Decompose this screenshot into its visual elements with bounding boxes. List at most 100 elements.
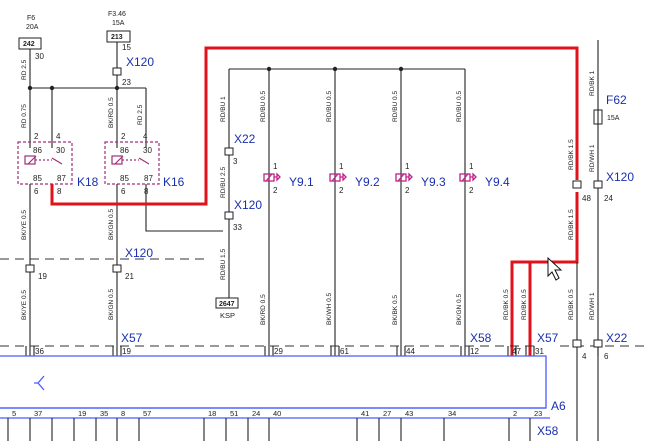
- y9-1-pin-2: 2: [273, 186, 278, 195]
- connector-x120-top: [112, 67, 122, 76]
- pin-x120-33: 33: [233, 223, 242, 232]
- wire-label-2: RD 0.75: [21, 104, 28, 128]
- wire-label-24: RD/BK 0.5: [503, 289, 510, 320]
- pin-x120r-48: 48: [582, 194, 591, 203]
- ksp-box: [215, 297, 239, 309]
- pin-x22-3: 3: [233, 157, 238, 166]
- y9-4-pin-2: 2: [469, 186, 474, 195]
- valve-y9-3-label: Y9.3: [421, 175, 446, 189]
- k18-pin-6: 6: [34, 187, 39, 196]
- pin-x58-12: 12: [470, 347, 479, 356]
- pin-x22r-6: 6: [604, 352, 609, 361]
- wire-label-14: BK/YE 0.5: [21, 290, 28, 320]
- pin-19: 19: [38, 272, 47, 281]
- bottom-cell-16: 23: [534, 409, 542, 418]
- k16-pin-87: 87: [144, 174, 153, 183]
- valve-y9-4: [459, 172, 477, 182]
- valve-y9-2: [329, 172, 347, 182]
- relay-k18-label: K18: [77, 175, 99, 189]
- connector-x22-mid-label: X22: [234, 132, 256, 146]
- fuse-f6-name: F6: [27, 15, 35, 22]
- wire-label-17: BK/WH 0.5: [326, 292, 333, 325]
- bottom-connector-row: 5 37 19 35 8 57 18 51 24 40 41 27 43 34 …: [7, 409, 542, 441]
- y9-2-pin-2: 2: [339, 186, 344, 195]
- wire-label-11: RD/BU 0.5: [456, 91, 463, 122]
- connector-x120-top-label: X120: [126, 55, 154, 69]
- pin-x58-29: 29: [274, 347, 283, 356]
- k16-pin-6: 6: [121, 187, 126, 196]
- bottom-cell-15: 2: [513, 409, 517, 418]
- k16-pin-86: 86: [120, 146, 129, 155]
- bottom-cell-5: 8: [121, 409, 125, 418]
- bottom-cell-12: 27: [383, 409, 391, 418]
- connector-x57-right-label: X57: [537, 331, 559, 345]
- bottom-cell-8: 51: [230, 409, 238, 418]
- wire-label-10: RD/BU 0.5: [392, 91, 399, 122]
- fuse-f346-rating: 15A: [112, 20, 125, 27]
- relay-k16-label: K16: [163, 175, 185, 189]
- ground-symbol: [34, 375, 45, 391]
- pin-x57-47: 47: [512, 347, 521, 356]
- y9-2-pin-1: 1: [339, 162, 344, 171]
- pin-x57-19: 19: [122, 347, 131, 356]
- connector-x22-right-label: X22: [606, 331, 628, 345]
- k16-pin-4: 4: [143, 132, 148, 141]
- connector-x58-bottom-label: X58: [537, 424, 559, 438]
- k18-pin-87: 87: [57, 174, 66, 183]
- fuse-f6-pin: 30: [35, 52, 44, 61]
- bottom-cell-9: 24: [252, 409, 260, 418]
- k18-pin-85: 85: [33, 174, 42, 183]
- connector-x22-mid: [224, 147, 234, 156]
- fuse-f346-box: [106, 30, 131, 43]
- module-a6-outline: [0, 355, 547, 409]
- connector-x120-low-label: X120: [125, 246, 153, 260]
- module-a6-label: A6: [551, 399, 566, 413]
- valve-y9-2-label: Y9.2: [355, 175, 380, 189]
- pin-x22r-4: 4: [582, 352, 587, 361]
- wire-label-15: BK/GN 0.5: [108, 289, 115, 320]
- bottom-cell-1: 5: [12, 409, 16, 418]
- connector-x57-left-label: X57: [121, 331, 143, 345]
- bottom-cell-11: 41: [361, 409, 369, 418]
- relay-k18: [17, 141, 73, 185]
- valve-y9-4-label: Y9.4: [485, 175, 510, 189]
- y9-4-pin-1: 1: [469, 162, 474, 171]
- fuse-f346-box-label: 213: [111, 34, 123, 41]
- k18-pin-2: 2: [34, 132, 39, 141]
- k16-pin-85: 85: [120, 174, 129, 183]
- mouse-cursor-icon: [547, 256, 563, 281]
- fuse-f6-rating: 20A: [26, 24, 39, 31]
- pin-x57-36: 36: [35, 347, 44, 356]
- wire-label-12: BK/YE 0.5: [21, 210, 28, 240]
- valve-y9-3: [395, 172, 413, 182]
- pin-x58-44: 44: [406, 347, 415, 356]
- pin-21: 21: [125, 272, 134, 281]
- wire-label-13: BK/GN 0.5: [108, 209, 115, 240]
- wire-label-5: RD/BU 1: [220, 96, 227, 122]
- fuse-f62-rating: 15A: [607, 115, 620, 122]
- fuse-f62-name: F62: [606, 93, 627, 107]
- connector-x120-19-left: [25, 264, 35, 273]
- bottom-cell-3: 19: [78, 409, 86, 418]
- connector-x120-right-label: X120: [606, 170, 634, 184]
- wire-label-6: RD/BU 2.5: [220, 167, 227, 198]
- connector-x120-21: [112, 264, 122, 273]
- wire-label-19: BK/GN 0.5: [456, 294, 463, 325]
- connector-x58-mid-label: X58: [470, 331, 492, 345]
- wire-label-4: RD 2.5: [137, 104, 144, 125]
- bottom-cell-13: 43: [405, 409, 413, 418]
- pin-x58-61: 61: [340, 347, 349, 356]
- y9-1-pin-1: 1: [273, 162, 278, 171]
- k18-pin-86: 86: [33, 146, 42, 155]
- wire-label-25: RD/BK 0.5: [521, 289, 528, 320]
- bottom-cell-2: 37: [34, 409, 42, 418]
- bottom-cell-7: 18: [208, 409, 216, 418]
- wire-label-18: BK/BK 0.5: [392, 295, 399, 325]
- ksp-box-label: 2647: [219, 301, 235, 308]
- fuse-f6-box-label: 242: [23, 41, 35, 48]
- bottom-cell-6: 57: [143, 409, 151, 418]
- wire-label-21: RD/BK 1.5: [568, 139, 575, 170]
- pin-23: 23: [122, 78, 131, 87]
- y9-3-pin-2: 2: [405, 186, 410, 195]
